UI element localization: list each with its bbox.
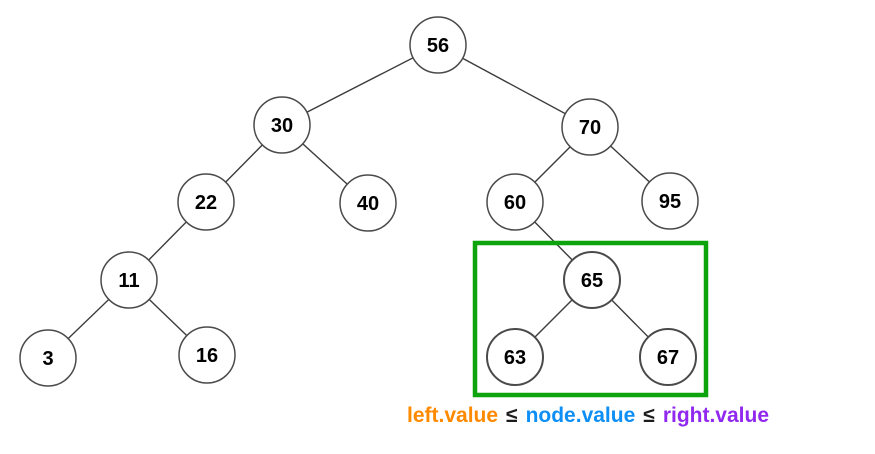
node-56-label: 56 [427, 35, 449, 57]
tree-node-65-highlighted: 65 [563, 251, 621, 309]
node-40-label: 40 [357, 193, 379, 215]
highlight-box [472, 240, 709, 398]
caption-left-value: left.value [407, 404, 499, 427]
tree-node-3: 3 [19, 329, 77, 387]
caption-right-value: right.value [662, 404, 770, 427]
node-65-circle [563, 251, 621, 309]
caption-lte-1: ≤ [506, 404, 518, 427]
node-22-label: 22 [195, 192, 217, 214]
node-3-circle [19, 329, 77, 387]
tree-node-16: 16 [178, 326, 236, 384]
node-16-circle [178, 326, 236, 384]
tree-node-40: 40 [339, 174, 397, 232]
tree-node-30: 30 [253, 96, 311, 154]
node-3-label: 3 [42, 348, 53, 370]
node-67-label: 67 [657, 347, 679, 369]
node-63-label: 63 [504, 347, 526, 369]
tree-nodes: 56 30 70 22 40 60 [19, 16, 699, 387]
edge-56-70 [437, 44, 591, 128]
tree-node-67-highlighted: 67 [639, 328, 697, 386]
tree-node-95: 95 [641, 172, 699, 230]
node-11-label: 11 [118, 270, 139, 292]
node-11-circle [100, 251, 158, 309]
node-16-label: 16 [196, 345, 218, 367]
tree-node-11: 11 [100, 251, 158, 309]
node-60-circle [486, 173, 544, 231]
node-30-label: 30 [271, 115, 293, 137]
bst-invariant-caption: left.value ≤ node.value ≤ right.value [407, 403, 769, 428]
tree-node-56: 56 [409, 16, 467, 74]
node-60-label: 60 [504, 192, 526, 214]
node-22-circle [177, 173, 235, 231]
node-95-circle [641, 172, 699, 230]
tree-node-70: 70 [561, 98, 619, 156]
tree-node-63-highlighted: 63 [486, 328, 544, 386]
node-70-label: 70 [579, 117, 601, 139]
caption-lte-2: ≤ [643, 404, 655, 427]
node-67-circle [639, 328, 697, 386]
node-56-circle [409, 16, 467, 74]
node-95-label: 95 [659, 191, 681, 213]
tree-node-22: 22 [177, 173, 235, 231]
node-40-circle [339, 174, 397, 232]
caption-node-value: node.value [525, 404, 636, 427]
node-30-circle [253, 96, 311, 154]
tree-node-60: 60 [486, 173, 544, 231]
edge-56-30 [281, 44, 439, 126]
node-65-label: 65 [581, 270, 603, 292]
node-70-circle [561, 98, 619, 156]
node-63-circle [486, 328, 544, 386]
